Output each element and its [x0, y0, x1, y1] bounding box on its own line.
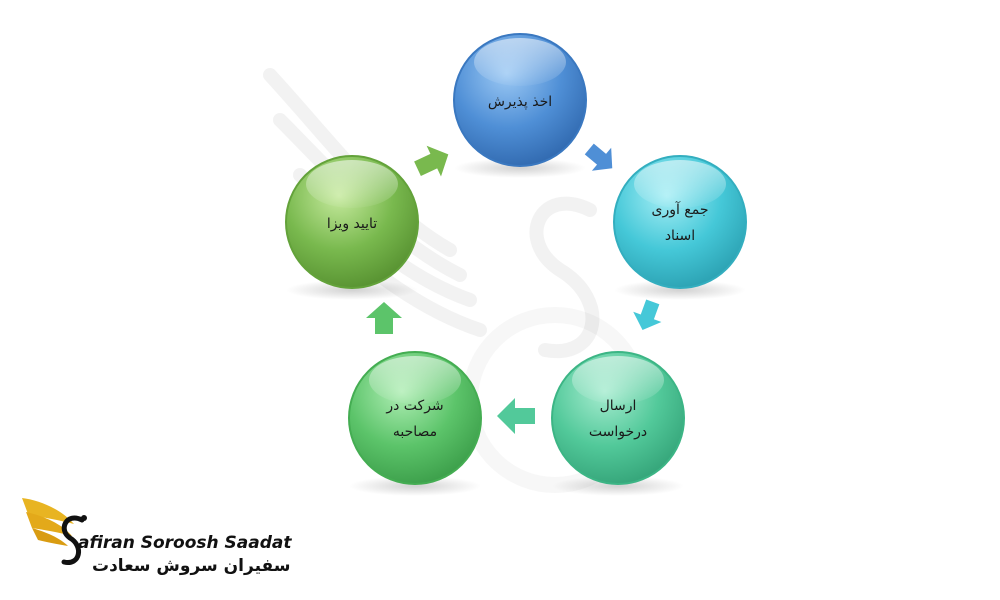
arrow-documents-to-request — [633, 299, 662, 331]
step-label-line-2: اسناد — [665, 228, 695, 244]
step-interview: شرکت در مصاحبه — [348, 351, 482, 496]
step-label-line-2: مصاحبه — [393, 424, 437, 440]
step-label-line-1: ارسال — [600, 398, 637, 414]
arrow-approval-to-reception — [414, 145, 449, 177]
step-label-line-1: جمع آوری — [651, 201, 708, 218]
arrow-reception-to-documents — [584, 143, 613, 171]
logo-name-en: afiran Soroosh Saadat — [78, 533, 292, 553]
node-gloss — [572, 356, 664, 404]
step-request: ارسال درخواست — [551, 351, 685, 496]
node-shadow — [614, 280, 746, 300]
step-approval: تایید ویزا — [285, 155, 419, 300]
node-shadow — [349, 476, 481, 496]
node-shadow — [286, 280, 418, 300]
node-shadow — [454, 158, 586, 178]
step-documents: جمع آوری اسناد — [613, 155, 747, 300]
step-label: تایید ویزا — [327, 216, 377, 232]
step-label-line-1: شرکت در — [385, 398, 443, 414]
logo-icon — [22, 498, 87, 565]
node-gloss — [634, 160, 726, 208]
node-gloss — [369, 356, 461, 404]
node-gloss — [306, 160, 398, 208]
arrow-interview-to-approval — [366, 302, 402, 334]
node-gloss — [474, 38, 566, 86]
logo-name-fa: سفیران سروش سعادت — [92, 556, 291, 576]
step-label: اخذ پذیرش — [488, 94, 552, 110]
step-label-line-2: درخواست — [589, 424, 647, 440]
node-shadow — [552, 476, 684, 496]
arrow-request-to-interview — [497, 398, 535, 434]
step-reception: اخذ پذیرش — [453, 33, 587, 178]
